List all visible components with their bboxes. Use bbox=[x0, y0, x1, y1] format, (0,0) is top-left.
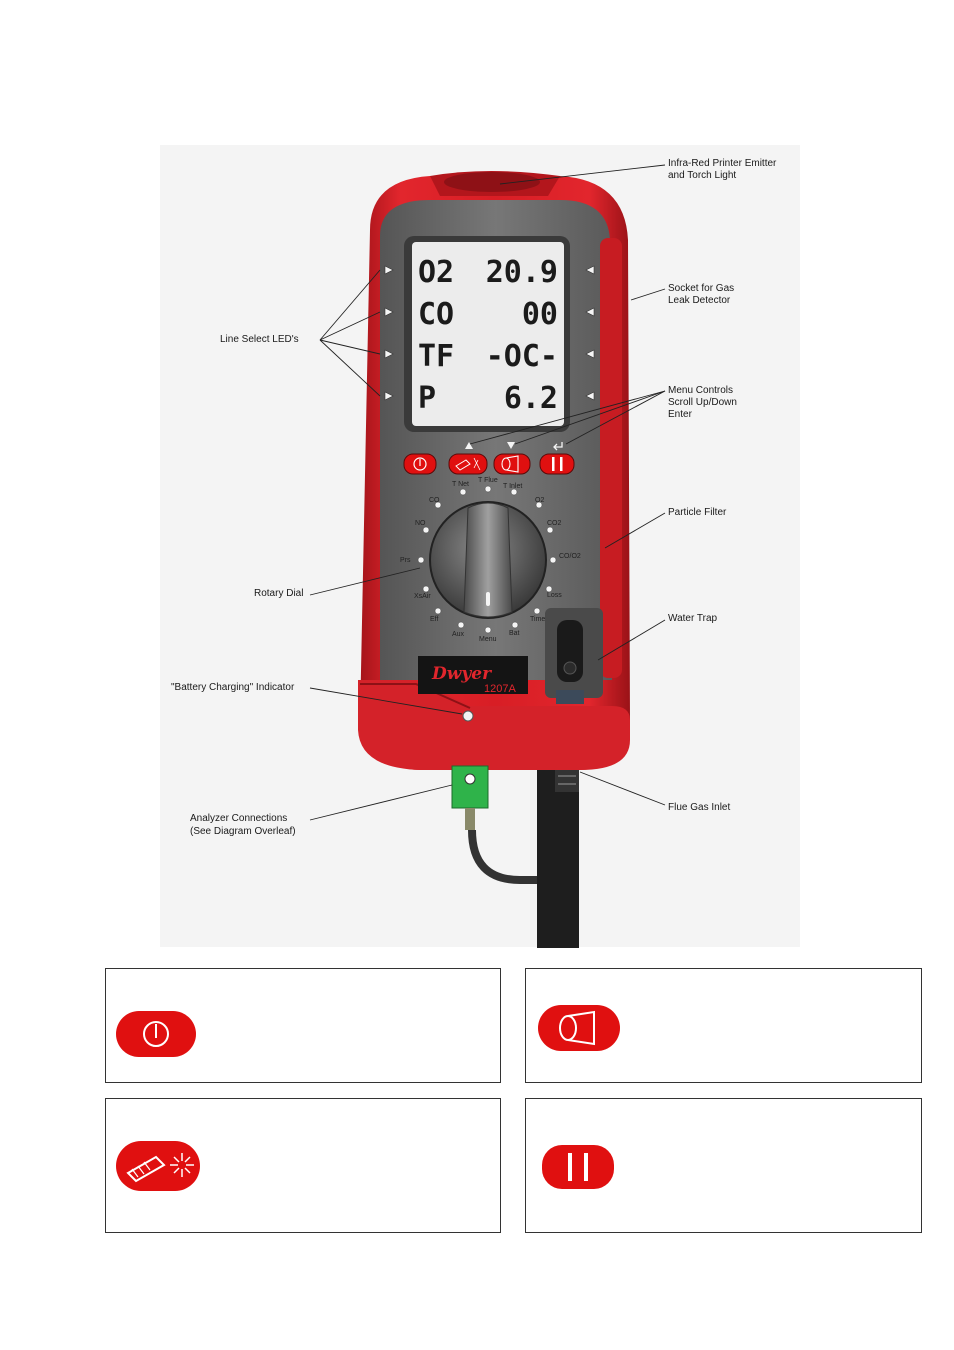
callout-analyzer-2: (See Diagram Overleaf) bbox=[190, 826, 296, 837]
callout-gas-leak-2: Leak Detector bbox=[668, 295, 731, 306]
dial-label-eff: Eff bbox=[430, 616, 438, 623]
pause-key-box bbox=[525, 1098, 922, 1233]
dial-label-loss: Loss bbox=[547, 592, 562, 599]
thermocouple-cable bbox=[468, 829, 537, 884]
callout-gas-leak-1: Socket for Gas bbox=[668, 283, 734, 294]
keypad bbox=[403, 453, 575, 475]
scroll-up-indicator bbox=[465, 442, 473, 449]
power-icon bbox=[116, 1011, 196, 1057]
dial-label-xsair: XsAir bbox=[414, 593, 431, 600]
lcd-param-3: TF bbox=[418, 339, 454, 374]
callout-ir-emitter-1: Infra-Red Printer Emitter bbox=[668, 158, 777, 169]
callout-rotary-dial: Rotary Dial bbox=[254, 588, 303, 599]
callout-ir-emitter-2: and Torch Light bbox=[668, 170, 736, 181]
callout-water-trap: Water Trap bbox=[668, 613, 718, 624]
printer-icon bbox=[538, 1005, 620, 1051]
dial-label-o2: O2 bbox=[535, 497, 544, 504]
lcd-param-2: CO bbox=[418, 297, 454, 332]
pause-icon bbox=[542, 1145, 614, 1189]
callout-menu-2: Scroll Up/Down bbox=[668, 397, 737, 408]
callout-battery: "Battery Charging" Indicator bbox=[171, 682, 295, 693]
callout-menu-3: Enter bbox=[668, 409, 693, 420]
lcd-value-1: 20.9 bbox=[486, 255, 558, 290]
power-key[interactable] bbox=[403, 453, 437, 475]
dial-label-aux: Aux bbox=[452, 631, 465, 638]
printer-key-box bbox=[525, 968, 922, 1083]
dial-label-menu: Menu bbox=[479, 636, 497, 643]
lcd-value-3: -OC- bbox=[486, 339, 558, 374]
thermocouple-connector bbox=[451, 765, 489, 830]
callout-analyzer-1: Analyzer Connections bbox=[190, 813, 287, 824]
callout-flue-gas: Flue Gas Inlet bbox=[668, 802, 730, 813]
brand-model: 1207A bbox=[484, 683, 516, 695]
torch-icon bbox=[116, 1141, 200, 1191]
lcd-value-2: 00 bbox=[522, 297, 558, 332]
dial-scale: T Net T Flue T Inlet O2 CO2 CO/O2 Loss T… bbox=[400, 477, 581, 643]
torch-key[interactable] bbox=[448, 453, 488, 475]
dial-label-tflue: T Flue bbox=[478, 477, 498, 484]
dial-label-co2: CO2 bbox=[547, 520, 562, 527]
power-key-box bbox=[105, 968, 501, 1083]
lcd-screen: O2 20.9 CO 00 TF -OC- P 6.2 bbox=[404, 236, 570, 432]
dial-label-bat: Bat bbox=[509, 630, 520, 637]
dial-label-tnet: T Net bbox=[452, 481, 469, 488]
lcd-param-1: O2 bbox=[418, 255, 454, 290]
dial-label-tinlet: T Inlet bbox=[503, 483, 522, 490]
torch-key-box bbox=[105, 1098, 501, 1233]
callout-line-select: Line Select LED's bbox=[220, 334, 299, 345]
dial-label-time: Time bbox=[530, 616, 545, 623]
line-select-leds bbox=[384, 265, 595, 401]
lcd-value-4: 6.2 bbox=[504, 381, 558, 416]
dial-label-co: CO bbox=[429, 497, 440, 504]
brand-plate: Dwyer 1207A bbox=[418, 656, 528, 695]
lcd-param-4: P bbox=[418, 381, 436, 416]
scroll-down-indicator bbox=[507, 442, 515, 449]
rotary-dial[interactable] bbox=[429, 501, 547, 619]
callout-leaders bbox=[309, 164, 666, 821]
battery-charging-led bbox=[462, 710, 474, 722]
dial-label-prs: Prs bbox=[400, 557, 411, 564]
brand-name: Dwyer bbox=[431, 664, 492, 684]
callout-particle-filter: Particle Filter bbox=[668, 507, 727, 518]
dial-label-no: NO bbox=[415, 520, 426, 527]
printer-key[interactable] bbox=[493, 453, 531, 475]
dial-label-coo2: CO/O2 bbox=[559, 553, 581, 560]
enter-indicator bbox=[553, 442, 563, 451]
callout-menu-1: Menu Controls bbox=[668, 385, 733, 396]
analyzer-diagram: Dwyer 1207A O2 20.9 CO 00 TF -OC- P 6.2 bbox=[160, 145, 800, 948]
flue-gas-hose bbox=[537, 752, 579, 948]
pause-key[interactable] bbox=[539, 453, 575, 475]
